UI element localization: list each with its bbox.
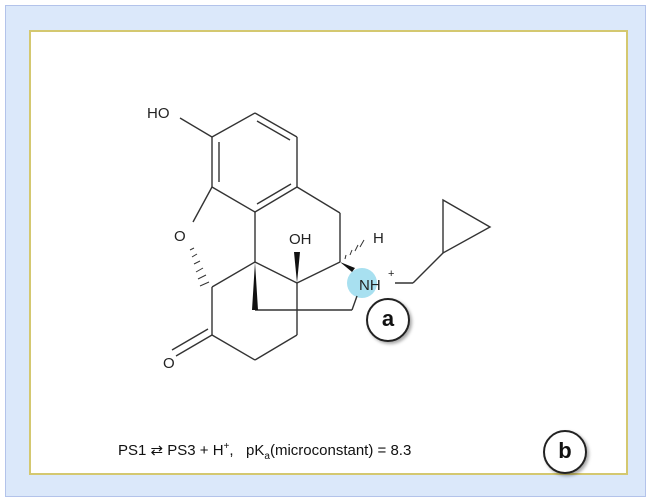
atom-label-o-ether: O: [174, 228, 186, 245]
equation-pk: , pK: [229, 442, 265, 459]
equation-left: PS1 ⇄ PS3 + H: [118, 442, 224, 459]
stereo-wedges: [252, 252, 355, 310]
hashed-bonds: [189, 239, 365, 287]
structure-panel: [29, 30, 628, 475]
equation-charge: +: [223, 441, 230, 452]
equilibrium-equation: PS1 ⇄ PS3 + H+, pKa(microconstant) = 8.3: [118, 441, 411, 462]
atom-label-o-ketone: O: [163, 355, 175, 372]
equation-value: (microconstant) = 8.3: [269, 442, 412, 459]
atom-charge-plus: +: [388, 268, 394, 280]
atom-label-h: H: [373, 230, 384, 247]
atom-label-ho: HO: [147, 105, 170, 122]
equation-pk-subscript: a: [264, 451, 270, 462]
atom-label-oh: OH: [289, 231, 312, 248]
atom-label-nh: NH: [359, 277, 381, 294]
bonds: [171, 112, 492, 361]
protonation-site-highlight: [347, 268, 377, 298]
callout-b: b: [543, 430, 587, 474]
callout-a: a: [366, 298, 410, 342]
